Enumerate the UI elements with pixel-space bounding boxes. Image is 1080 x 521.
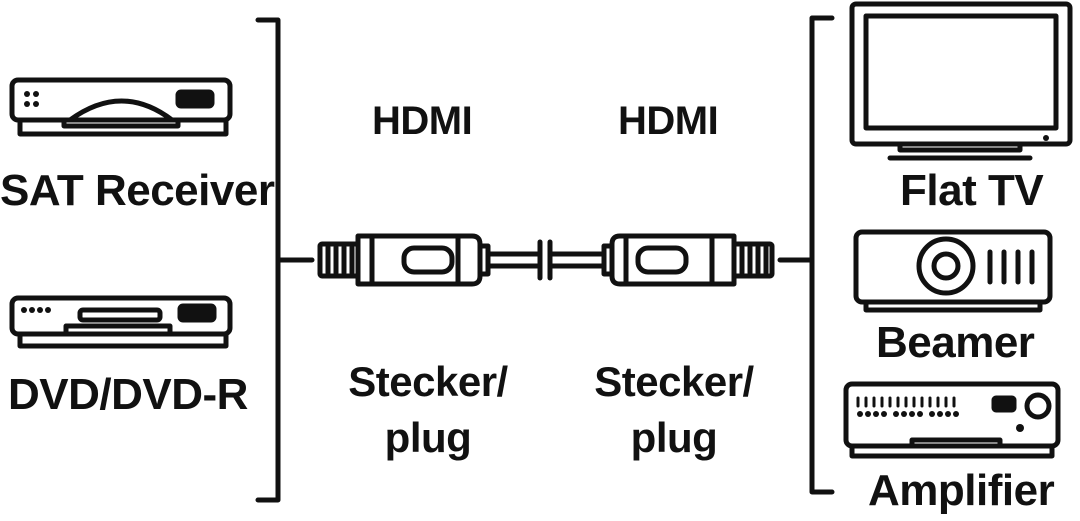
plug-label-right-line1: Stecker/ bbox=[594, 358, 754, 405]
beamer-label: Beamer bbox=[876, 318, 1035, 367]
beamer-icon bbox=[853, 229, 1053, 313]
sat-receiver-label: SAT Receiver bbox=[0, 166, 275, 215]
amplifier-icon bbox=[843, 381, 1061, 459]
hdmi-label-right: HDMI bbox=[618, 99, 719, 143]
left-bracket bbox=[255, 17, 315, 503]
plug-label-left-line2: plug bbox=[384, 414, 472, 461]
amplifier-label: Amplifier bbox=[868, 466, 1055, 515]
dvd-label: DVD/DVD-R bbox=[8, 370, 248, 419]
hdmi-cable bbox=[485, 239, 607, 281]
hdmi-plug-right-icon bbox=[601, 233, 775, 287]
right-bracket bbox=[777, 15, 835, 495]
plug-label-left-line1: Stecker/ bbox=[348, 358, 508, 405]
plug-label-right-line2: plug bbox=[630, 414, 718, 461]
dvd-player-icon bbox=[9, 295, 233, 349]
hdmi-label-left: HDMI bbox=[372, 99, 473, 143]
flat-tv-label: Flat TV bbox=[900, 166, 1044, 215]
plug-label-right: Stecker/ plug bbox=[588, 354, 760, 466]
plug-label-left: Stecker/ plug bbox=[342, 354, 514, 466]
flat-tv-icon bbox=[849, 1, 1073, 161]
hdmi-plug-left-icon bbox=[317, 233, 491, 287]
sat-receiver-icon bbox=[9, 77, 233, 137]
